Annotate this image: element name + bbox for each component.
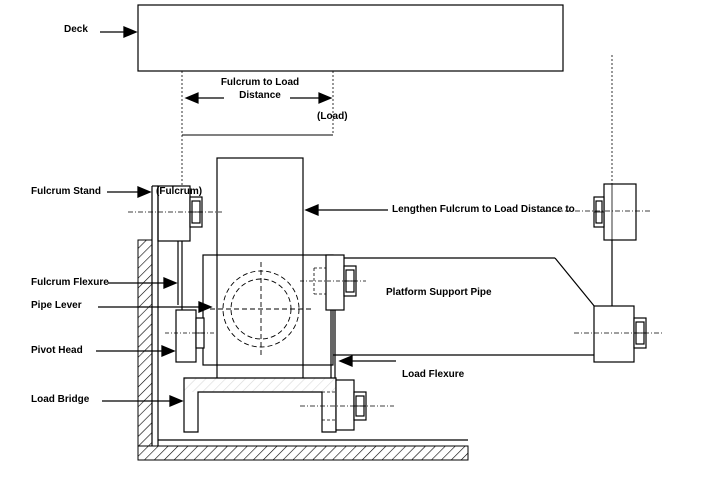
label-load: (Load) — [317, 111, 348, 122]
pipe-lever-circle — [210, 262, 312, 356]
label-fulcrum-flexure: Fulcrum Flexure — [31, 277, 109, 288]
label-fulcrum-to-load-line1: Fulcrum to Load — [220, 77, 300, 88]
load-flexure — [330, 310, 336, 378]
label-fulcrum-to-load-line2: Distance — [239, 90, 281, 101]
lever-arm — [333, 257, 596, 356]
right-upper-bolt — [593, 183, 637, 241]
reference-lines — [181, 55, 613, 190]
label-lengthen: Lengthen Fulcrum to Load Distance to — [392, 204, 575, 215]
label-fulcrum-stand: Fulcrum Stand — [31, 186, 102, 197]
dimension-arrow — [184, 92, 333, 104]
label-load-bridge: Load Bridge — [31, 394, 90, 405]
lever-right-hidden — [313, 267, 326, 295]
label-arrows — [96, 26, 396, 407]
label-pipe-lever: Pipe Lever — [31, 300, 82, 311]
left-wall — [137, 239, 153, 447]
label-deck: Deck — [64, 24, 88, 35]
load-bridge-bolt — [335, 379, 367, 431]
label-pivot-head: Pivot Head — [31, 345, 83, 356]
label-platform-support-pipe: Platform Support Pipe — [386, 287, 492, 298]
load-bridge-hatch — [184, 378, 336, 392]
fulcrum-stand — [151, 185, 159, 446]
load-bridge-hidden — [322, 391, 336, 421]
deck — [137, 4, 564, 72]
label-load-flexure: Load Flexure — [402, 369, 465, 380]
base — [137, 445, 469, 461]
right-lower-bolt — [593, 305, 647, 363]
lever-right-bolt — [325, 254, 357, 311]
label-fulcrum: (Fulcrum) — [156, 186, 203, 197]
pivot-head — [175, 309, 205, 363]
fulcrum-flexure — [177, 240, 183, 305]
